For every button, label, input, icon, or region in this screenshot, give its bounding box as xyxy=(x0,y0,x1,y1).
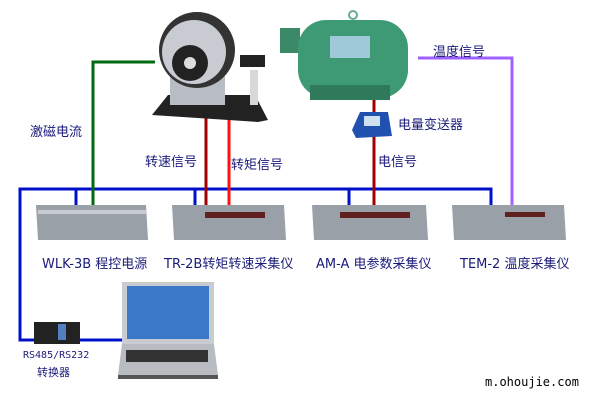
torque-signal-label: 转矩信号 xyxy=(231,158,284,173)
instrument-label: WLK-3B 程控电源 xyxy=(42,257,148,272)
excitation-wire xyxy=(91,60,155,210)
instrument-label: TEM-2 温度采集仪 xyxy=(460,257,570,272)
dynamometer-image xyxy=(152,12,268,122)
power-transducer-image xyxy=(352,112,392,138)
excitation-current-label: 激磁电流 xyxy=(30,125,83,140)
instrument-label: AM-A 电参数采集仪 xyxy=(316,257,432,272)
communication-bus xyxy=(18,187,493,342)
motor-image xyxy=(280,10,408,100)
instrument-wlk3b-image xyxy=(36,205,148,240)
watermark: m.ohoujie.com xyxy=(485,375,579,389)
laptop-image xyxy=(118,282,218,379)
power-transducer-label: 电量变送器 xyxy=(398,118,464,133)
instrument-label: TR-2B转矩转速采集仪 xyxy=(164,257,294,272)
instrument-ama-image xyxy=(312,205,428,240)
electrical-signal-label: 电信号 xyxy=(378,155,418,170)
temperature-signal-label: 温度信号 xyxy=(433,45,486,60)
converter-label-line1: RS485/RS232 xyxy=(23,350,90,361)
speed-signal-label: 转速信号 xyxy=(145,155,198,170)
instrument-tr2b-image xyxy=(172,205,286,240)
converter-label-line2: 转换器 xyxy=(37,366,70,379)
rs485-converter-image xyxy=(34,322,80,344)
instrument-tem2-image xyxy=(452,205,566,240)
temperature-wire xyxy=(418,56,514,212)
